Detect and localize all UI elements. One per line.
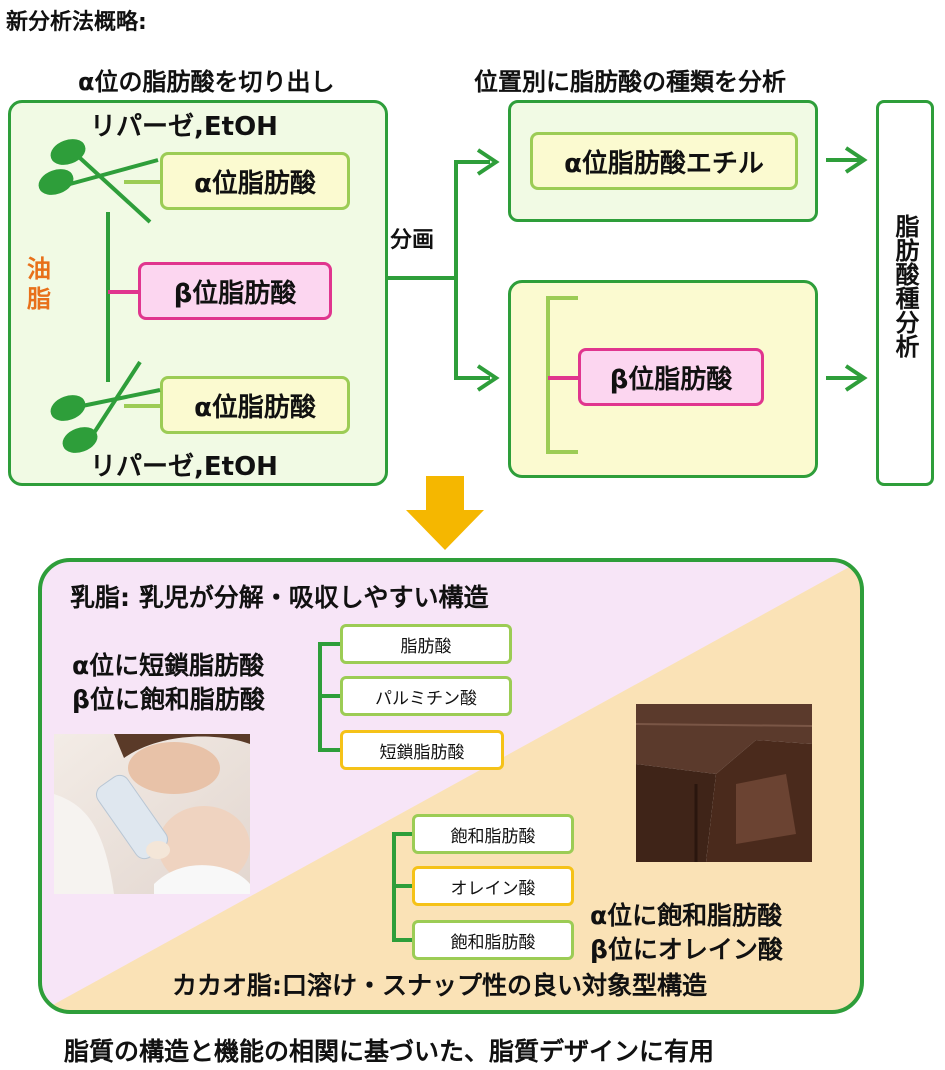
cacao-fatty-acid-2: オレイン酸 [412, 866, 574, 906]
arrow-icon [844, 146, 868, 174]
right-heading: 位置別に脂肪酸の種類を分析 [474, 68, 786, 96]
glycerol-backbone [106, 212, 110, 382]
milk-fatty-acid-2: パルミチン酸 [340, 676, 512, 716]
milk-bond-2 [318, 694, 342, 698]
scissors-icon-bottom [50, 360, 161, 453]
alpha-ethyl-ester: α位脂肪酸エチル [530, 132, 798, 190]
arrow-icon [844, 364, 868, 392]
arrow-icon [476, 148, 500, 176]
fraction-line-main [388, 276, 456, 280]
milk-fatty-acid-3: 短鎖脂肪酸 [340, 730, 504, 770]
milk-fat-title: 乳脂: 乳児が分解・吸収しやすい構造 [70, 583, 489, 612]
beta-backbone-top [546, 296, 578, 300]
scissors-icon-top [38, 139, 159, 224]
cacao-bond-1 [392, 832, 414, 836]
fractionation-label: 分画 [390, 228, 435, 253]
oil-label: 油脂 [27, 255, 51, 313]
cacao-desc-alpha: α位に飽和脂肪酸 [590, 901, 783, 930]
beta-backbone [546, 296, 550, 454]
milk-fat-desc-beta: β位に飽和脂肪酸 [72, 685, 265, 714]
cacao-fatty-acid-3: 飽和脂肪酸 [412, 920, 574, 960]
fraction-line-top [454, 160, 490, 164]
fatty-acid-analysis-box [876, 100, 934, 486]
cacao-desc-beta: β位にオレイン酸 [590, 935, 783, 964]
cacao-bond-3 [392, 938, 414, 942]
milk-fat-desc-alpha: α位に短鎖脂肪酸 [72, 651, 265, 680]
milk-bond-1 [318, 642, 342, 646]
conclusion-text: 脂質の構造と機能の相関に基づいた、脂質デザインに有用 [64, 1037, 715, 1066]
chocolate-photo [636, 704, 812, 862]
fatty-acid-analysis-label: 脂肪酸種分析 [891, 214, 919, 358]
milk-bond-3 [318, 748, 342, 752]
cacao-fat-title: カカオ脂:口溶け・スナップ性の良い対象型構造 [172, 971, 707, 1000]
left-heading: α位の脂肪酸を切り出し [78, 68, 335, 96]
fraction-line-bottom [454, 376, 490, 380]
beta-fatty-acid-left: β位脂肪酸 [138, 262, 332, 320]
beta-bond [108, 290, 138, 294]
milk-fatty-acid-1: 脂肪酸 [340, 624, 512, 664]
baby-feeding-photo [54, 734, 250, 894]
beta-bond-right [548, 376, 580, 380]
page-title: 新分析法概略: [6, 10, 147, 35]
lipase-label-top: リパーゼ,EtOH [90, 112, 278, 142]
alpha-top-bond [124, 180, 162, 184]
arrow-icon [476, 364, 500, 392]
alpha-fatty-acid-top: α位脂肪酸 [160, 152, 350, 210]
alpha-bottom-bond [124, 404, 162, 408]
beta-fatty-acid-right: β位脂肪酸 [578, 348, 764, 406]
alpha-fatty-acid-bottom: α位脂肪酸 [160, 376, 350, 434]
beta-backbone-bottom [546, 450, 578, 454]
cacao-fatty-acid-1: 飽和脂肪酸 [412, 814, 574, 854]
fraction-line-vertical [454, 160, 458, 378]
cacao-bond-2 [392, 884, 414, 888]
lipase-label-bottom: リパーゼ,EtOH [90, 452, 278, 482]
